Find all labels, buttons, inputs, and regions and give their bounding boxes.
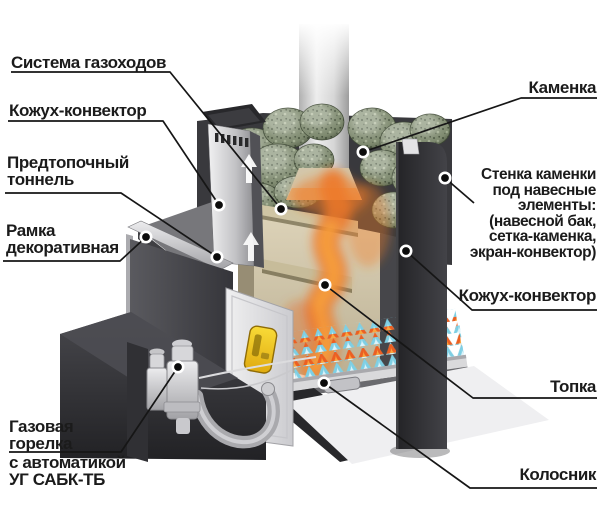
label-text: Колосник [519, 465, 596, 484]
label-text: Газовая [9, 417, 74, 436]
label-gas-burner: Газовая горелка [9, 417, 74, 453]
leader-lines [3, 71, 597, 489]
leader-casing-convector [8, 120, 220, 206]
dot-casing-convector [212, 198, 226, 212]
label-firebox: Топка [550, 377, 596, 396]
gas-wire [200, 369, 293, 390]
label-text: элементы: [517, 197, 596, 214]
label-casing-convector-right: Кожух-конвектор [458, 286, 597, 305]
label-text: (навесной бак, [489, 212, 596, 230]
gas-burner-unit [127, 339, 317, 462]
leader-firebox [324, 284, 597, 399]
gas-hose-highlight [195, 389, 276, 445]
label-text: Рамка [6, 221, 56, 240]
leader-stone-heater [362, 97, 597, 153]
label-text: Кожух-конвектор [9, 101, 147, 120]
label-gas-burner-automation: с автоматикой УГ САБК-ТБ [9, 453, 126, 489]
dot-casing-convector-right [399, 244, 413, 258]
label-stone-heater: Каменка [528, 78, 597, 97]
label-text: тоннель [7, 169, 74, 189]
label-heater-wall: Стенка каменки под навесные элементы: (н… [469, 166, 597, 261]
label-pre-furnace-tunnel: Предтопочный тоннель [7, 153, 129, 189]
label-gas-duct-system: Система газоходов [11, 53, 167, 72]
dot-firebox [318, 278, 332, 292]
label-grate: Колосник [519, 465, 596, 484]
leader-decorative-frame [3, 236, 147, 262]
dot-heater-wall [438, 171, 452, 185]
dot-gas-burner [171, 360, 185, 374]
leader-casing-convector-right [405, 250, 597, 311]
label-text: горелка [9, 433, 73, 453]
label-text: с автоматикой [9, 453, 126, 472]
front-column [138, 104, 266, 278]
label-text: Предтопочный [7, 153, 129, 172]
label-text: Каменка [528, 78, 597, 97]
label-text: декоративная [6, 237, 119, 257]
label-text: Система газоходов [11, 53, 167, 72]
vent-slots [215, 133, 249, 147]
label-text: УГ САБК-ТБ [9, 469, 105, 489]
label-text: экран-конвектор) [469, 243, 597, 261]
dot-decorative-frame [139, 230, 153, 244]
label-text: Стенка каменки [481, 166, 596, 183]
hose-fitting [261, 382, 275, 396]
leader-pre-furnace-tunnel [5, 192, 218, 258]
label-casing-convector: Кожух-конвектор [9, 101, 147, 120]
label-text: Топка [550, 377, 596, 396]
airflow-arrow-icon [243, 232, 259, 261]
label-decorative-frame: Рамка декоративная [6, 221, 119, 257]
door-handle [243, 325, 278, 374]
gas-wire [198, 356, 317, 379]
label-text: сетка-каменка, [488, 228, 596, 245]
dot-gas-duct-system [274, 202, 288, 216]
dot-pre-furnace-tunnel [210, 250, 224, 264]
leader-gas-duct-system [11, 71, 282, 210]
heater-wall-slab [396, 138, 447, 449]
leader-dots [139, 145, 452, 390]
label-text: под навесные [492, 181, 596, 199]
dot-grate [317, 376, 331, 390]
decorative-frame-strip [127, 220, 234, 271]
gas-valve [146, 339, 201, 434]
leader-grate [323, 382, 597, 489]
dot-stone-heater [356, 145, 370, 159]
label-text: Кожух-конвектор [458, 286, 597, 305]
leader-gas-burner [9, 366, 179, 453]
